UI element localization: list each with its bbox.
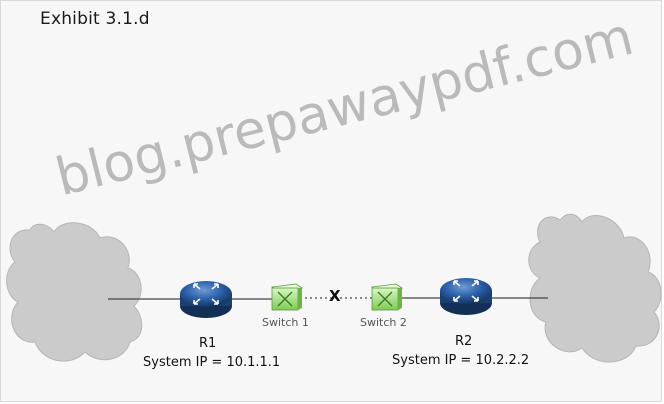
exhibit-title: Exhibit 3.1.d	[40, 9, 150, 29]
right-cloud	[528, 213, 662, 363]
router-r2-system-ip: System IP = 10.2.2.2	[392, 353, 530, 368]
switch-1-label: Switch 1	[262, 316, 309, 329]
switch-2-icon	[370, 283, 404, 311]
router-r1-icon	[180, 281, 232, 318]
left-cloud	[6, 222, 143, 362]
router-r2-icon	[440, 278, 492, 315]
link-failure-mark: X	[329, 287, 341, 305]
switch-2-label: Switch 2	[360, 316, 407, 329]
router-r1-system-ip: System IP = 10.1.1.1	[143, 355, 281, 370]
router-r1-label: R1	[199, 336, 217, 351]
router-r2-label: R2	[455, 334, 473, 349]
switch-1-icon	[270, 283, 304, 311]
